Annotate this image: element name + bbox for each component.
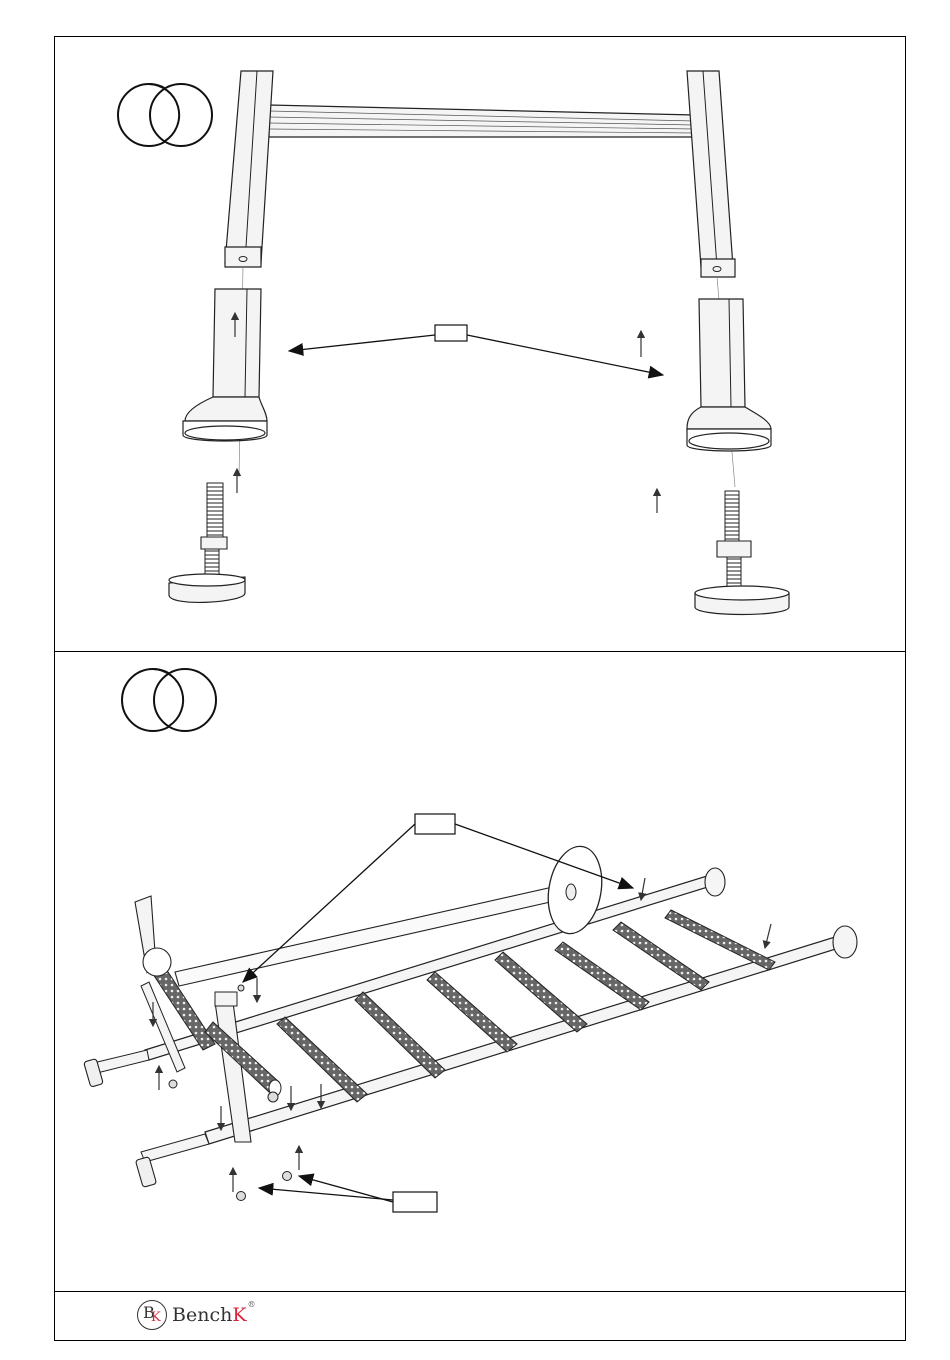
right-foot-sleeve [687, 299, 771, 451]
step-1-panel [55, 37, 905, 651]
brand-logo: B K BenchK ® [137, 1298, 256, 1332]
brand-name-main: Bench [172, 1304, 232, 1326]
step-1-badge [118, 84, 212, 146]
trademark-symbol: ® [248, 1300, 256, 1309]
brand-name-accent: K [232, 1304, 246, 1326]
alignment-lines [239, 267, 735, 487]
brand-name: BenchK [172, 1304, 247, 1326]
step-2-badge [122, 669, 216, 731]
brand-mark: B K [137, 1300, 167, 1330]
instruction-sheet: B K BenchK ® [54, 36, 906, 1341]
footer: B K BenchK ® [55, 1292, 905, 1340]
left-upright-tube [225, 69, 273, 267]
up-arrows [235, 313, 657, 513]
brand-mark-k: K [151, 1310, 161, 1325]
step-2-panel [55, 652, 905, 1292]
step-2-callout-nuts [259, 1176, 437, 1212]
right-leveling-foot [695, 491, 789, 615]
crossbar [269, 105, 695, 137]
step-1-callout [289, 325, 663, 375]
left-foot-sleeve [183, 289, 267, 441]
left-leveling-foot [169, 483, 245, 602]
right-upright-tube [687, 71, 735, 277]
